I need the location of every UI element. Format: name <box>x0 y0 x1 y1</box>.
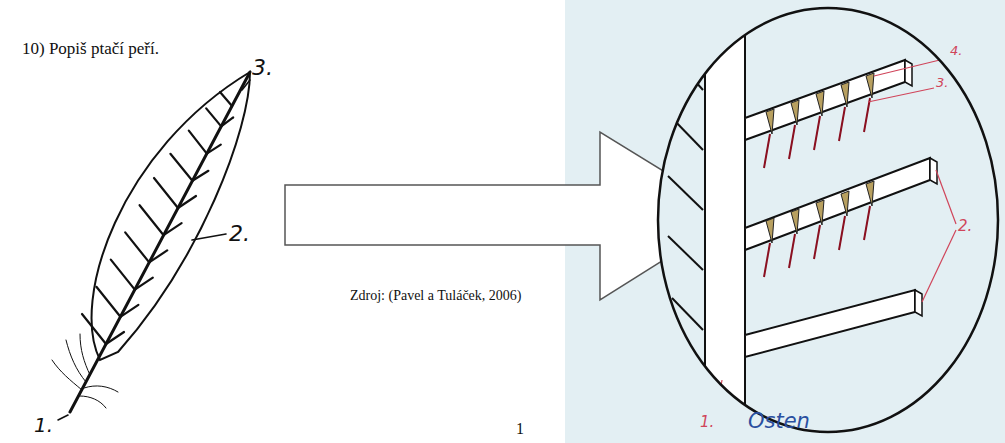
hatch <box>814 116 820 150</box>
down-barb <box>80 334 90 375</box>
hatch <box>864 206 870 240</box>
barb-b <box>745 158 937 277</box>
leader-line <box>242 80 250 90</box>
hatch <box>764 243 770 277</box>
leader-line <box>868 88 934 102</box>
leader-line <box>936 170 956 224</box>
barb <box>206 108 221 126</box>
barbule <box>791 209 799 234</box>
rachis <box>705 30 745 443</box>
barbule <box>816 200 824 225</box>
hatch <box>864 98 870 132</box>
barb-plank <box>745 290 915 357</box>
feather-rachis <box>70 72 250 412</box>
barb <box>178 196 196 208</box>
barb-plank <box>745 158 930 250</box>
callout-number: 3. <box>936 76 948 90</box>
callout-number: 2. <box>229 222 250 246</box>
barbules <box>766 73 874 134</box>
barbule <box>766 109 774 134</box>
barb <box>135 278 153 290</box>
barb <box>106 332 124 344</box>
leader-lines <box>716 58 956 414</box>
source-caption: Zdroj: (Pavel a Tuláček, 2006) <box>350 288 521 303</box>
barb-end <box>905 60 912 86</box>
barb <box>82 314 106 344</box>
barb <box>189 131 207 154</box>
down-barb <box>80 396 106 408</box>
barb <box>125 232 149 262</box>
barb-plank <box>745 60 905 140</box>
barb <box>220 92 232 106</box>
rachis-top <box>705 23 745 37</box>
rachis-pith <box>721 23 729 31</box>
leader-line <box>922 230 956 302</box>
barbule <box>841 191 849 216</box>
barb <box>678 62 703 90</box>
barb <box>164 223 182 235</box>
feather-down <box>52 334 118 408</box>
barbule <box>816 91 824 116</box>
leader-lines <box>58 80 250 420</box>
barbule <box>791 100 799 125</box>
barbule <box>866 181 874 206</box>
callout-number: 4. <box>950 44 962 58</box>
barb <box>192 171 208 181</box>
leader-line <box>58 415 68 420</box>
hatch <box>789 125 795 159</box>
barb-end <box>915 290 922 316</box>
barb <box>154 178 178 208</box>
hatch <box>814 225 820 259</box>
leader-line <box>192 234 226 240</box>
barb <box>170 154 192 181</box>
hatch <box>839 107 845 141</box>
magnifier-circle <box>658 8 998 432</box>
callout-number: 2. <box>958 218 972 235</box>
hatch <box>789 234 795 268</box>
part-name: Osten <box>748 410 810 433</box>
hatch <box>839 216 845 250</box>
barb <box>668 176 703 210</box>
callout-number: 3. <box>252 56 273 80</box>
barb <box>140 205 164 235</box>
leader-line <box>874 58 948 76</box>
down-barb <box>66 340 86 382</box>
down-barb <box>52 360 82 390</box>
barb <box>221 117 233 126</box>
barb-a <box>745 60 912 168</box>
page-number: 1 <box>516 420 524 438</box>
barbule <box>841 82 849 107</box>
barb <box>207 145 221 154</box>
hatch <box>764 134 770 168</box>
barb <box>668 236 703 270</box>
barb <box>111 260 135 290</box>
callout-number: 1. <box>34 414 53 436</box>
magnified-detail <box>658 8 998 443</box>
barbule <box>866 73 874 98</box>
barb <box>96 287 120 317</box>
barbules <box>766 181 874 243</box>
feather-drawing <box>52 72 250 420</box>
feather-barbs <box>82 92 233 344</box>
callout-number: 1. <box>700 414 714 431</box>
down-barb <box>84 386 118 392</box>
question-title: 10) Popiš ptačí peří. <box>22 40 159 59</box>
barb <box>120 305 138 317</box>
barbule <box>766 218 774 243</box>
barb <box>149 250 167 262</box>
